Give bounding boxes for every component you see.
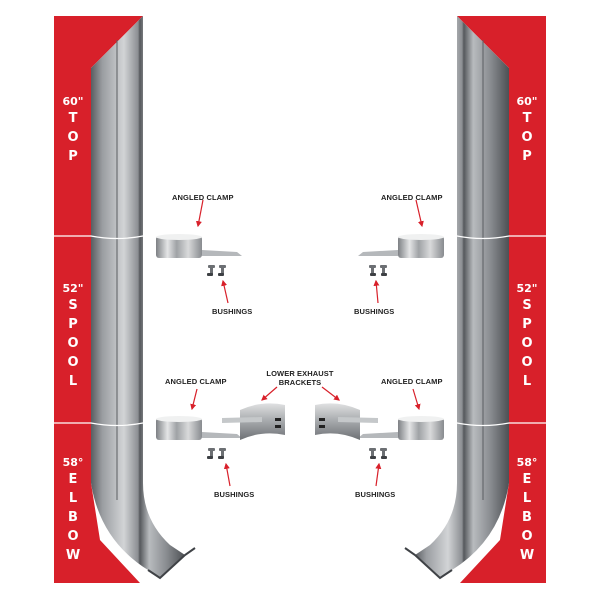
right-spool-measure: 52" <box>516 282 538 295</box>
right-elbow-label: 58° E L B O W <box>512 456 542 564</box>
right-exhaust-pipe <box>404 16 509 580</box>
left-elbow-label: 58° E L B O W <box>58 456 88 564</box>
lower-left-angled-clamp <box>156 416 242 440</box>
upper-right-angled-clamp <box>358 234 444 258</box>
lower-right-bushings-label: BUSHINGS <box>355 490 396 499</box>
left-lower-exhaust-bracket <box>222 403 285 440</box>
right-top-measure: 60" <box>516 95 538 108</box>
section-dividers <box>54 235 546 427</box>
upper-left-clamp-label: ANGLED CLAMP <box>172 193 234 202</box>
left-elbow-measure: 58° <box>62 456 84 469</box>
lower-right-bushings <box>369 448 387 459</box>
lower-right-clamp-label: ANGLED CLAMP <box>381 377 443 386</box>
left-red-panel <box>54 16 143 583</box>
left-top-measure: 60" <box>62 95 84 108</box>
right-elbow-measure: 58° <box>516 456 538 469</box>
right-top-label: 60" T O P <box>512 95 542 165</box>
upper-left-bushings <box>207 265 226 276</box>
upper-left-bushings-label: BUSHINGS <box>212 307 253 316</box>
lower-exhaust-brackets-label: LOWER EXHAUST BRACKETS <box>266 369 334 387</box>
upper-right-bushings-label: BUSHINGS <box>354 307 395 316</box>
right-spool-label: 52" S P O O L <box>512 282 542 390</box>
right-lower-exhaust-bracket <box>315 403 378 440</box>
upper-right-clamp-label: ANGLED CLAMP <box>381 193 443 202</box>
left-top-label: 60" T O P <box>58 95 88 165</box>
left-spool-label: 52" S P O O L <box>58 282 88 390</box>
left-spool-measure: 52" <box>62 282 84 295</box>
lower-right-angled-clamp <box>358 416 444 440</box>
callout-arrows <box>190 199 424 487</box>
upper-right-bushings <box>369 265 387 276</box>
upper-left-angled-clamp <box>156 234 242 258</box>
right-red-panel <box>457 16 546 583</box>
lower-left-clamp-label: ANGLED CLAMP <box>165 377 227 386</box>
left-exhaust-pipe <box>91 16 196 580</box>
lower-left-bushings <box>207 448 226 459</box>
lower-left-bushings-label: BUSHINGS <box>214 490 255 499</box>
